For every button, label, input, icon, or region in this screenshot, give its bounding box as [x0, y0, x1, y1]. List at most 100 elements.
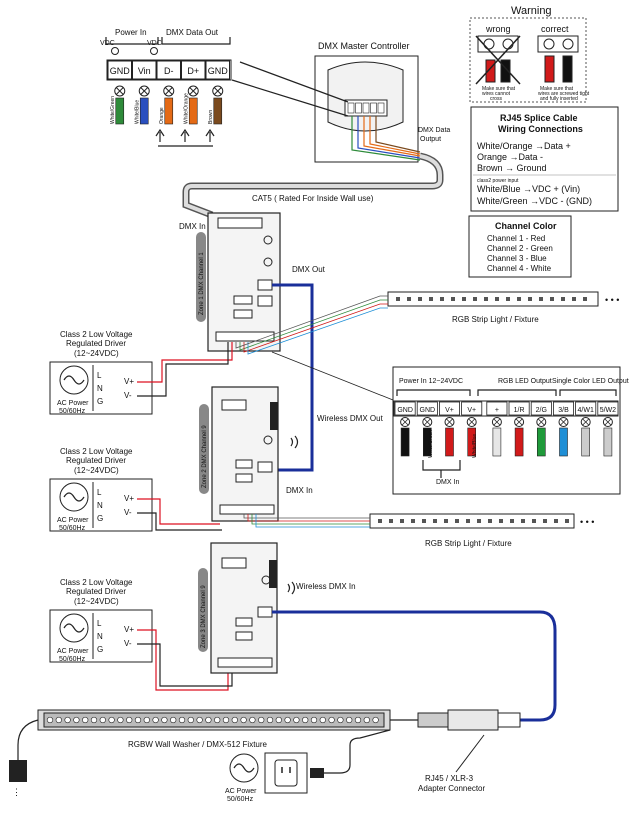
- driver1-title-3: (12~24VDC): [74, 349, 119, 358]
- dmx-cable: [272, 610, 557, 722]
- plus-terminal-icon: [543, 38, 555, 50]
- pinout-terminal-label: 5/W2: [600, 407, 616, 414]
- rj45-power-row-2: White/Green →VDC - (GND): [477, 196, 592, 206]
- wrong-note: Make sure that: [482, 86, 516, 92]
- pinout-terminal-label: V+: [445, 407, 454, 414]
- bottom-ac-power: AC Power 50/60Hz: [225, 729, 391, 803]
- correct-label: correct: [541, 24, 569, 34]
- wire-lead: [422, 427, 432, 457]
- ellipsis: • • •: [580, 517, 594, 527]
- driver1-title-2: Regulated Driver: [66, 339, 126, 348]
- driver3-title-3: (12~24VDC): [74, 597, 119, 606]
- wireless-dmx-in-label: Wireless DMX In: [296, 582, 356, 591]
- pinout-terminal: [530, 401, 552, 416]
- dmx-master-controller: DMX Master Controller DMX Data Output: [231, 41, 450, 163]
- wire-lead: [115, 97, 125, 125]
- rgb-strip-1: • • • RGB Strip Light / Fixture: [235, 291, 619, 355]
- pinout-terminal-label: 2/G: [536, 407, 547, 414]
- pinout-terminal-label: +: [495, 407, 499, 414]
- pinout-terminal-label: 3/B: [558, 407, 569, 414]
- antenna-icon: [269, 560, 277, 588]
- wire-label: White/Green: [110, 96, 116, 124]
- driver1-ac-2: 50/60Hz: [59, 408, 86, 415]
- ellipsis: • • •: [605, 295, 619, 305]
- dmx-data-out-label: DMX Data Out: [166, 28, 219, 37]
- warning-title: Warning: [511, 5, 552, 17]
- wire-lead: [213, 97, 223, 125]
- term-l: L: [97, 619, 102, 628]
- wire-lead: [139, 97, 149, 125]
- driver3-ac-1: AC Power: [57, 648, 89, 655]
- terminal-label: GND: [110, 66, 131, 76]
- term-vplus: V+: [124, 377, 134, 386]
- strip1-label: RGB Strip Light / Fixture: [452, 315, 539, 324]
- rj45-port-icon: [257, 606, 273, 618]
- driver-2: Class 2 Low Voltage Regulated Driver (12…: [49, 447, 222, 532]
- rj45-port-icon: [257, 295, 273, 307]
- ac-power-bottom-1: AC Power: [225, 788, 257, 795]
- dmx-in-mid-label: DMX In: [286, 486, 313, 495]
- wire-label: White/Orange: [183, 93, 189, 124]
- vertical-ellipsis: ⋮: [12, 787, 21, 797]
- term-vminus: V-: [124, 391, 132, 400]
- terminal-label: D+: [187, 66, 199, 76]
- driver3-ac-2: 50/60Hz: [59, 656, 86, 663]
- svg-text:cross: cross: [490, 96, 502, 102]
- wire-lead: [559, 427, 568, 457]
- terminal-d: [181, 60, 206, 80]
- term-vminus: V-: [124, 639, 132, 648]
- antenna-icon: [270, 402, 278, 430]
- rj45-port-icon: [257, 279, 273, 291]
- zone2-controller: Zone 2 DMX Channel 9 DMX In: [199, 386, 313, 522]
- top-terminal-block: Power In DMX Data Out VDC VDC GNDWhite/G…: [100, 28, 232, 147]
- zone3-controller: Zone 3 DMX Channel 9 Wireless DMX In: [198, 542, 356, 674]
- zone3-label: Zone 3 DMX Channel 9: [201, 585, 207, 648]
- channel-color-box: Channel Color Channel 1 - Red Channel 2 …: [468, 215, 572, 278]
- terminal-label: Vin: [138, 66, 151, 76]
- pinout-terminal: [597, 401, 619, 416]
- pinout-side-label: White/Green: [428, 430, 434, 458]
- wrong-label: wrong: [485, 24, 511, 34]
- dmx-cable: [272, 283, 314, 472]
- power-plug-icon: [310, 768, 324, 778]
- driver-1: Class 2 Low Voltage Regulated Driver (12…: [49, 330, 233, 415]
- cat5-label: CAT5 ( Rated For Inside Wall use): [252, 194, 374, 203]
- warning-panel: Warning wrong correct Make sure that wir…: [469, 5, 590, 103]
- power-in-label: Power In: [115, 28, 147, 37]
- driver2-title-3: (12~24VDC): [74, 466, 119, 475]
- terminal-label: GND: [208, 66, 229, 76]
- term-g: G: [97, 645, 103, 654]
- svg-text:wires cannot: wires cannot: [482, 91, 511, 97]
- adapter-label-1: RJ45 / XLR-3: [425, 774, 474, 783]
- wireless-dmx-out-label: Wireless DMX Out: [317, 414, 384, 423]
- pinout-dmx-in: DMX In: [436, 479, 459, 486]
- driver2-title-1: Class 2 Low Voltage: [60, 447, 133, 456]
- driver1-title-1: Class 2 Low Voltage: [60, 330, 133, 339]
- zone1-controller: DMX In Zone 1 DMX Channel 1: [179, 212, 281, 352]
- wire-label: Brown: [208, 110, 214, 124]
- wall-washer-fixture: RGBW Wall Washer / DMX-512 Fixture ⋮: [9, 709, 418, 797]
- terminal-d: [156, 60, 181, 80]
- term-l: L: [97, 488, 102, 497]
- adapter-label-2: Adapter Connector: [418, 784, 485, 793]
- terminal-gnd: [205, 60, 230, 80]
- minus-icon: [111, 47, 119, 55]
- pinout-terminal: [508, 401, 530, 416]
- driver3-title-1: Class 2 Low Voltage: [60, 578, 133, 587]
- rj45-xlr-adapter: RJ45 / XLR-3 Adapter Connector: [417, 709, 521, 793]
- channel-row-4: Channel 4 - White: [487, 264, 552, 273]
- rj45-row-2: Orange →Data -: [477, 152, 543, 162]
- strip2-label: RGB Strip Light / Fixture: [425, 539, 512, 548]
- wire-lead: [467, 427, 477, 457]
- master-title: DMX Master Controller: [318, 41, 410, 51]
- wall-washer-label: RGBW Wall Washer / DMX-512 Fixture: [128, 740, 268, 749]
- pinout-terminal: [416, 401, 438, 416]
- cat5-cable: CAT5 ( Rated For Inside Wall use): [182, 152, 444, 219]
- rj45-power-row-1: White/Blue →VDC + (Vin): [477, 184, 580, 194]
- pinout-terminal-label: 1/R: [514, 407, 525, 414]
- dmx-out-label: DMX Out: [292, 265, 326, 274]
- zone2-label: Zone 2 DMX Channel 9: [202, 425, 208, 488]
- pinout-terminal-label: 4/W1: [578, 407, 594, 414]
- term-l: L: [97, 371, 102, 380]
- wire-lead: [603, 427, 613, 457]
